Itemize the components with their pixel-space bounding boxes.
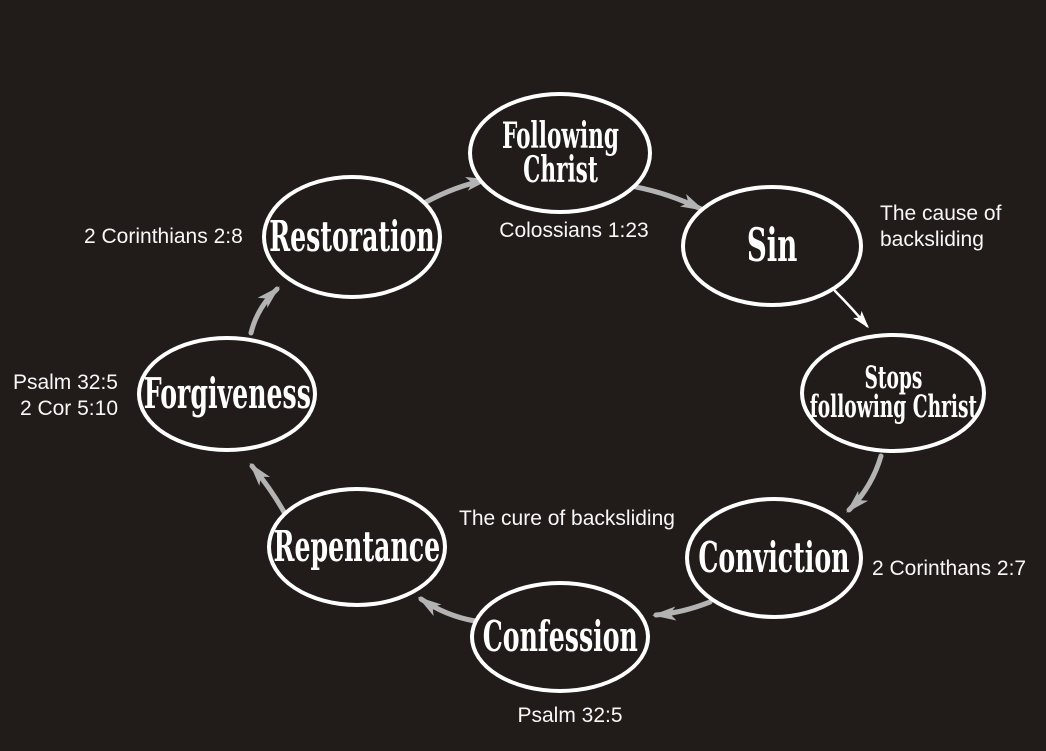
colossians-ref: Colossians 1:23 xyxy=(499,219,649,242)
arrow-conviction-to-confession xyxy=(652,599,713,621)
node-sin: Sin xyxy=(681,185,863,307)
node-following-christ-label: Following Christ xyxy=(501,114,619,191)
psalm-forgiveness-ref: Psalm 32:5 2 Cor 5:10 xyxy=(12,371,118,421)
node-repentance-label: Repentance xyxy=(273,522,441,572)
node-restoration: Restoration xyxy=(262,175,442,299)
node-confession: Confession xyxy=(470,581,650,693)
arrow-restoration-to-following-christ xyxy=(423,177,490,205)
node-restoration-label: Restoration xyxy=(269,212,435,262)
node-conviction-label: Conviction xyxy=(698,533,850,583)
node-forgiveness: Forgiveness xyxy=(137,336,317,452)
psalm-confession-ref: Psalm 32:5 xyxy=(517,704,623,727)
corinthians-2-8-ref: 2 Corinthians 2:8 xyxy=(84,225,243,248)
arrow-confession-to-repentance xyxy=(417,596,478,624)
node-sin-label: Sin xyxy=(746,218,798,273)
node-stops-following-christ: Stops following Christ xyxy=(800,333,986,453)
arrow-repentance-to-forgiveness xyxy=(249,462,287,515)
cure-of-backsliding-note: The cure of backsliding xyxy=(459,507,675,530)
cause-of-backsliding-note: The cause of backsliding xyxy=(880,202,1002,252)
node-following-christ: Following Christ xyxy=(468,92,652,214)
node-conviction: Conviction xyxy=(685,497,863,619)
corinthans-2-7-ref: 2 Corinthans 2:7 xyxy=(872,557,1027,580)
arrow-forgiveness-to-restoration xyxy=(248,286,280,336)
node-stops-following-christ-label: Stops following Christ xyxy=(809,359,977,425)
node-confession-label: Confession xyxy=(482,612,638,662)
arrow-stops-to-conviction xyxy=(846,453,884,513)
node-repentance: Repentance xyxy=(267,487,447,607)
node-forgiveness-label: Forgiveness xyxy=(143,369,311,419)
arrow-sin-to-stops-following-christ xyxy=(833,289,869,329)
